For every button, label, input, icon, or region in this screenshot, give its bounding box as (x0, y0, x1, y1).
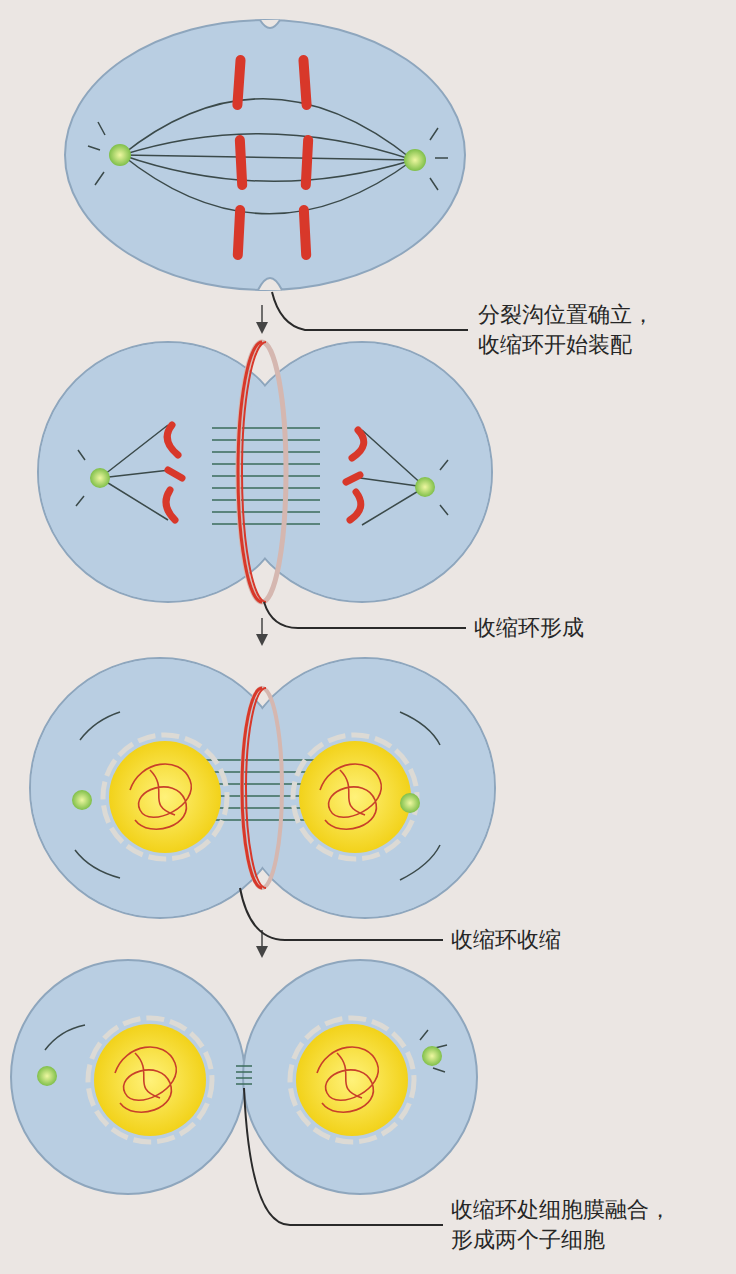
callout-label: 收缩环处细胞膜融合， 形成两个子细胞 (451, 1195, 671, 1255)
cell-stage-2 (38, 342, 492, 602)
cell-stage-1 (65, 20, 465, 290)
callout-label: 分裂沟位置确立， 收缩环开始装配 (478, 300, 654, 360)
stage-arrow (261, 618, 263, 640)
cell-stage-4 (11, 960, 477, 1194)
stage-arrow (261, 305, 263, 328)
callout-label: 收缩环形成 (474, 613, 584, 643)
cell-stage-3 (30, 658, 495, 918)
callout-label: 收缩环收缩 (451, 925, 561, 955)
leader-lines (240, 292, 468, 1225)
